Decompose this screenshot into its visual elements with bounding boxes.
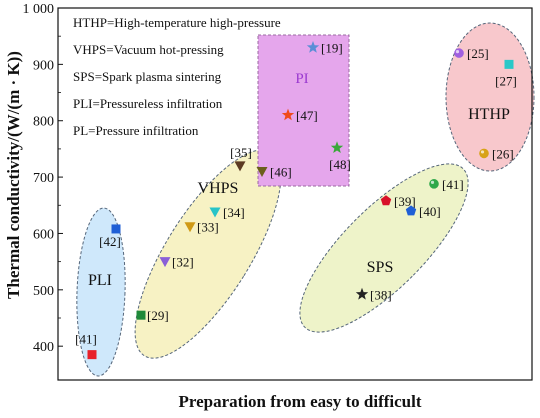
legend-line: PL=Pressure infiltration [73,123,199,138]
y-tick-label: 400 [33,340,54,355]
y-tick-label: 500 [33,284,54,299]
data-points: [41] [42] [29] [32] [33] [34] [35] [46] [19] [47]… [75,40,517,360]
y-tick-label: 1 000 [23,2,55,17]
y-tick-label: 900 [33,58,54,73]
data-point [355,287,369,300]
abbreviation-legend: HTHP=High-temperature high-pressureVHPS=… [73,15,281,138]
data-point [209,207,221,218]
x-axis-label: Preparation from easy to difficult [179,392,422,411]
data-point [504,59,514,69]
point-highlight [455,49,460,54]
group-labels: PLI VHPS SPS HTHP PI [88,71,510,289]
region-hthp [445,22,535,172]
point-label: [27] [495,73,517,88]
data-point [380,195,392,206]
plot-frame [57,7,533,381]
legend-line: VHPS=Vacuum hot-pressing [73,42,224,57]
data-point [479,148,489,159]
point-label: [38] [370,287,392,302]
legend-line: HTHP=High-temperature high-pressure [73,15,281,30]
point-label: [48] [329,157,351,172]
point-label: [39] [394,194,416,209]
point-label: [32] [172,255,194,270]
point-label: [35] [230,145,252,160]
data-point [306,41,320,53]
y-tick-label: 800 [33,115,54,130]
data-point [111,224,121,234]
point-label: [42] [99,234,121,249]
data-point [159,257,171,268]
y-axis-label: Thermal conductivity/(W/(m · K)) [4,51,23,299]
data-point [87,350,97,360]
legend-line: PLI=Pressureless infiltration [73,96,223,111]
data-point [330,141,344,153]
data-point [136,310,146,320]
point-label: [33] [197,220,219,235]
point-label: [41] [442,177,464,192]
point-label: [26] [492,146,514,161]
y-tick-label: 600 [33,227,54,242]
point-label: [34] [223,205,245,220]
group-label-hthp: HTHP [468,106,510,123]
point-label: [46] [270,164,292,179]
data-point [234,161,246,172]
point-label: [47] [296,108,318,123]
data-point [429,179,439,189]
point-label: [29] [147,308,169,323]
point-label: [40] [419,204,441,219]
data-point [454,48,464,58]
data-point [405,205,417,216]
point-highlight [480,150,485,154]
region-pli [76,207,126,377]
group-label-vhps: VHPS [198,180,239,197]
group-label-pi: PI [295,71,308,87]
axes: 400 500 600 700 800 900 1 000 [23,2,533,381]
group-label-pli: PLI [88,272,112,289]
region-sps [299,163,469,333]
region-vhps [134,149,282,359]
region-pi [257,34,350,187]
data-point [256,166,268,177]
y-tick-label: 700 [33,171,54,186]
point-highlight [430,180,435,184]
data-point [184,222,196,233]
point-label: [41] [75,332,97,347]
legend-line: SPS=Spark plasma sintering [73,69,222,84]
group-label-sps: SPS [367,259,394,276]
data-point [281,108,295,121]
point-label: [19] [321,40,343,55]
point-label: [25] [467,46,489,61]
group-regions [76,22,535,377]
